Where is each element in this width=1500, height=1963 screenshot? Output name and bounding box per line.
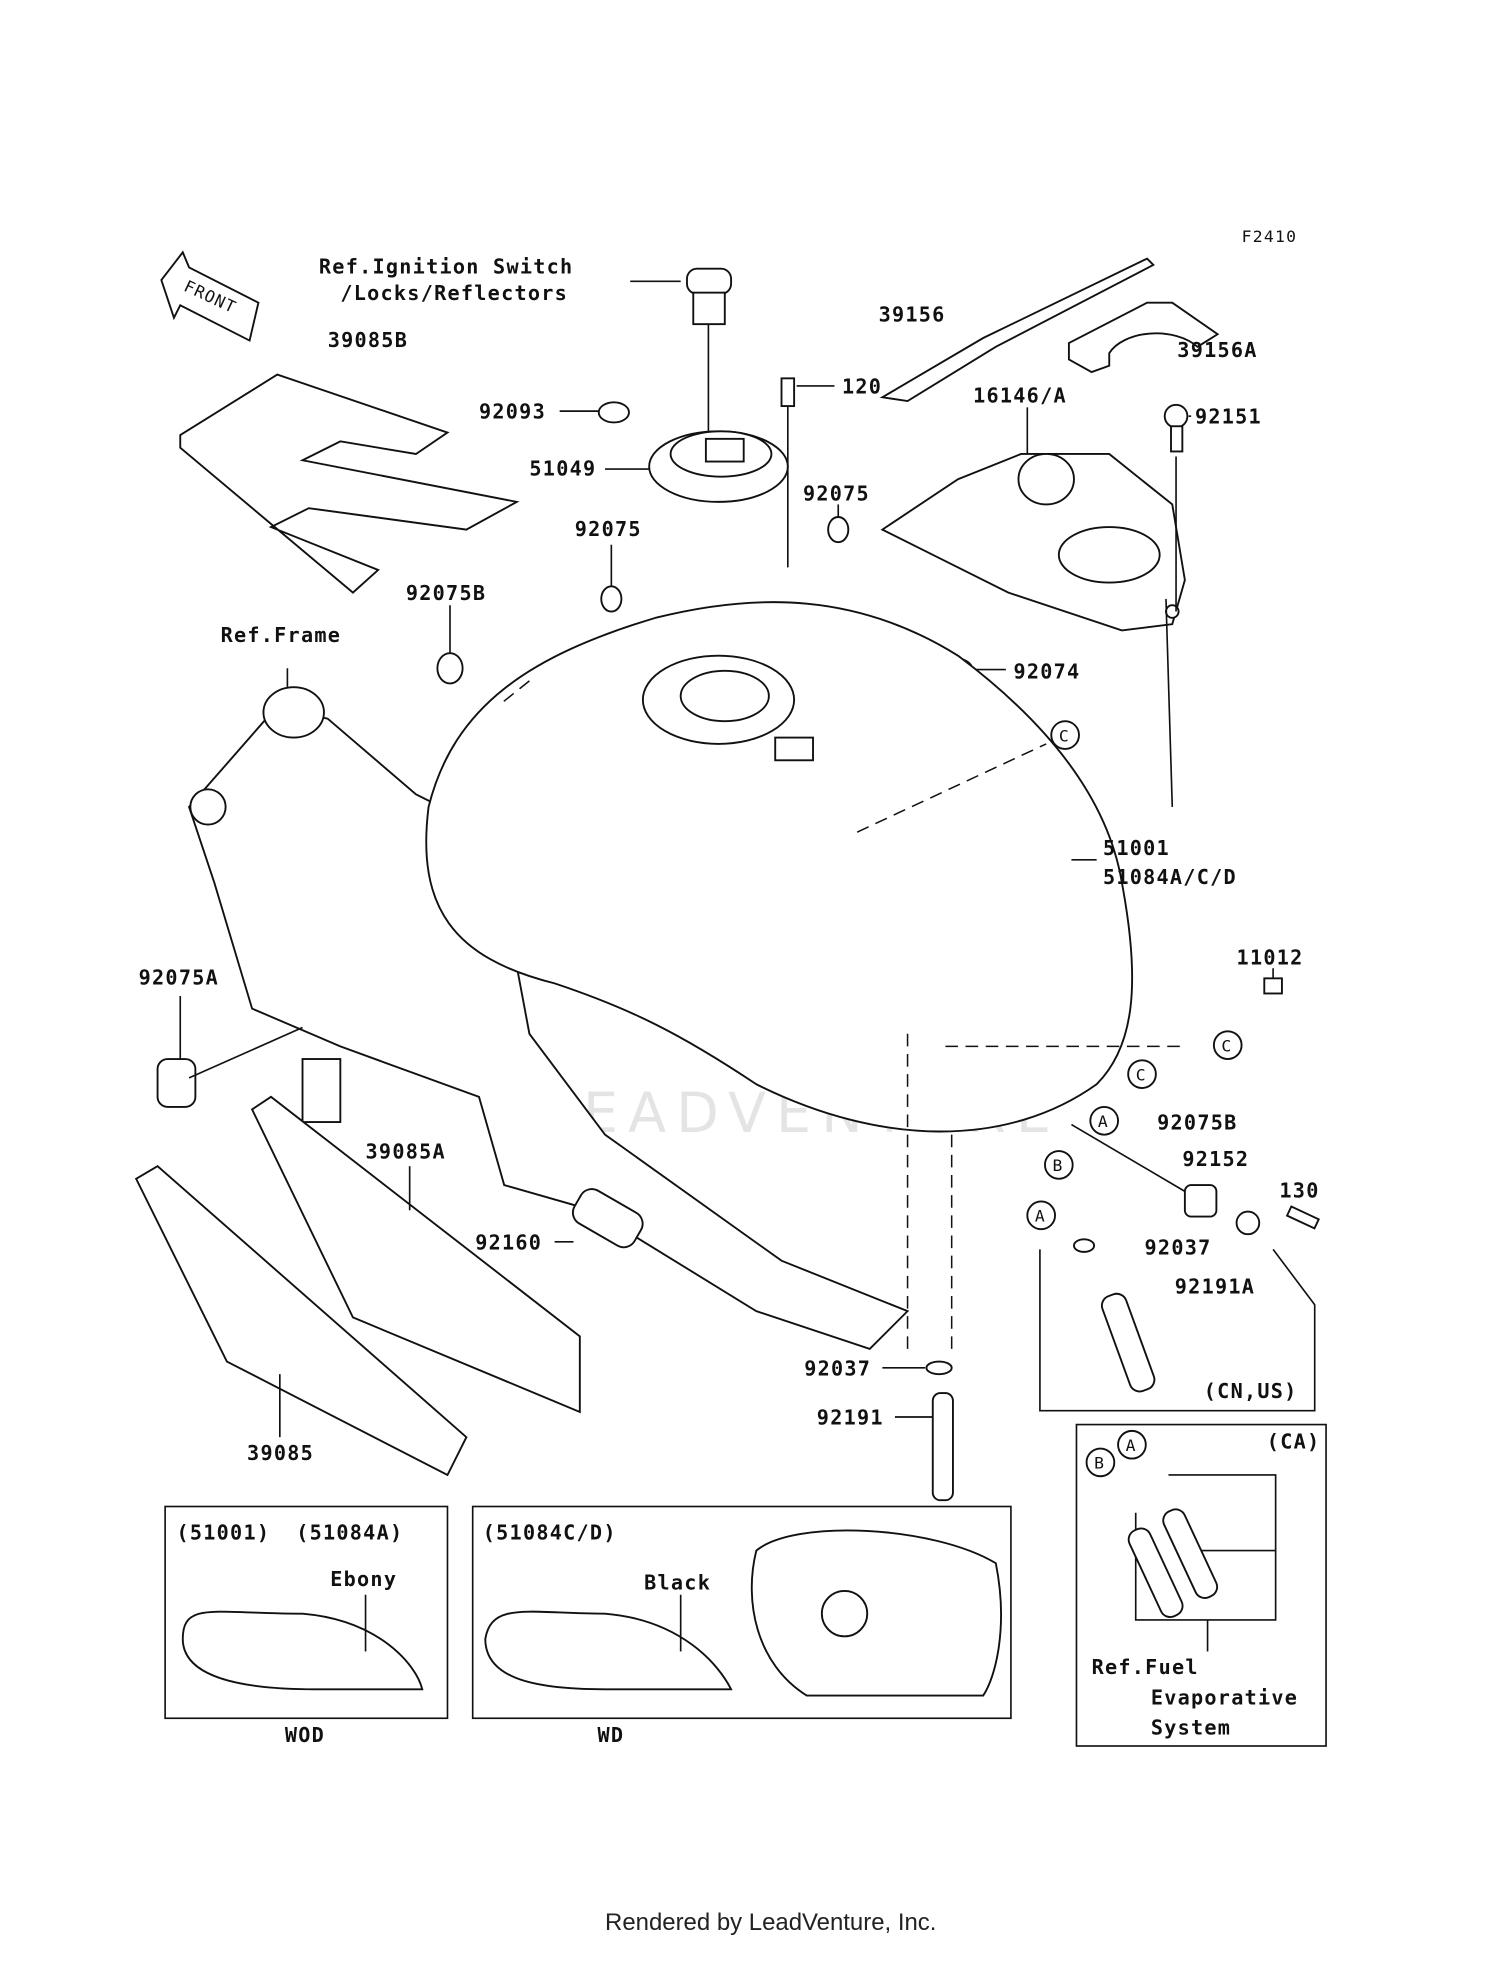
svg-text:92093: 92093 bbox=[479, 400, 546, 424]
svg-text:Ref.Fuel: Ref.Fuel bbox=[1092, 1655, 1199, 1679]
svg-text:B: B bbox=[1053, 1156, 1064, 1175]
svg-text:120: 120 bbox=[842, 374, 882, 398]
part-92191A-hose bbox=[1100, 1292, 1156, 1393]
part-92160-damper bbox=[554, 1188, 644, 1249]
svg-text:92160: 92160 bbox=[475, 1230, 542, 1254]
svg-text:C: C bbox=[1221, 1036, 1232, 1055]
front-arrow-icon: FRONT bbox=[160, 250, 260, 342]
svg-text:130: 130 bbox=[1279, 1179, 1319, 1203]
diagram-code: F2410 bbox=[1242, 227, 1298, 246]
footer-credit: Rendered by LeadVenture, Inc. bbox=[605, 1909, 936, 1936]
ref-frame-label: Ref.Frame bbox=[221, 623, 342, 647]
part-130-bolt bbox=[1285, 1205, 1320, 1230]
svg-text:(51001): (51001) bbox=[176, 1520, 270, 1544]
part-39156-strip bbox=[879, 257, 1155, 403]
part-120-screw bbox=[780, 377, 835, 568]
svg-text:A: A bbox=[1035, 1207, 1046, 1226]
svg-text:B: B bbox=[1094, 1454, 1105, 1473]
part-92093-nut bbox=[559, 401, 630, 424]
part-92037-clamp bbox=[925, 1360, 953, 1376]
svg-text:39085: 39085 bbox=[247, 1441, 314, 1465]
ca-box bbox=[1075, 1423, 1327, 1747]
frame bbox=[188, 668, 910, 1351]
svg-text:92075B: 92075B bbox=[406, 581, 486, 605]
svg-text:39085B: 39085B bbox=[328, 328, 408, 352]
svg-text:A: A bbox=[1126, 1436, 1137, 1455]
svg-text:(51084A): (51084A) bbox=[296, 1520, 403, 1544]
svg-text:39085A: 39085A bbox=[366, 1140, 446, 1164]
wod-box bbox=[164, 1505, 449, 1720]
ref-ignition-label: Ref.Ignition Switch bbox=[319, 255, 574, 279]
svg-text:Evaporative: Evaporative bbox=[1151, 1685, 1298, 1709]
cnus-box bbox=[1039, 1248, 1316, 1412]
svg-text:92152: 92152 bbox=[1182, 1147, 1249, 1171]
svg-text:(51084C/D): (51084C/D) bbox=[483, 1520, 617, 1544]
part-39085A-pad bbox=[250, 1095, 581, 1414]
part-92151-bolt bbox=[1163, 403, 1192, 612]
part-92075A-damper bbox=[156, 1058, 197, 1108]
svg-text:39156A: 39156A bbox=[1177, 338, 1257, 362]
svg-text:Ebony: Ebony bbox=[330, 1567, 397, 1591]
part-92075B-grommet bbox=[1071, 1123, 1218, 1218]
svg-text:92075A: 92075A bbox=[139, 966, 219, 990]
svg-text:(CN,US): (CN,US) bbox=[1204, 1379, 1298, 1403]
svg-text:51084A/C/D: 51084A/C/D bbox=[1103, 865, 1237, 889]
part-11012-label bbox=[1263, 977, 1283, 995]
ignition-cap bbox=[630, 267, 733, 436]
ref-ignition-label-2: /Locks/Reflectors bbox=[340, 281, 568, 305]
svg-text:51049: 51049 bbox=[529, 456, 596, 480]
svg-text:WD: WD bbox=[597, 1723, 624, 1747]
svg-text:Black: Black bbox=[644, 1571, 711, 1595]
svg-text:92074: 92074 bbox=[1013, 659, 1080, 683]
svg-text:92191: 92191 bbox=[817, 1406, 884, 1430]
svg-text:92037: 92037 bbox=[804, 1356, 871, 1380]
part-39085-pad bbox=[134, 1165, 468, 1477]
wd-box bbox=[471, 1505, 1012, 1720]
part-16146A-cover bbox=[880, 407, 1186, 632]
svg-text:System: System bbox=[1151, 1716, 1231, 1740]
svg-text:WOD: WOD bbox=[285, 1723, 325, 1747]
svg-text:C: C bbox=[1136, 1065, 1147, 1084]
svg-text:92075: 92075 bbox=[803, 482, 870, 506]
svg-text:51001: 51001 bbox=[1103, 836, 1170, 860]
part-92152-collar bbox=[1235, 1210, 1261, 1236]
part-51049-lock bbox=[605, 430, 789, 503]
svg-text:A: A bbox=[1098, 1112, 1109, 1131]
svg-text:92151: 92151 bbox=[1195, 405, 1262, 429]
svg-text:16146/A: 16146/A bbox=[973, 383, 1067, 407]
part-39156A-pad bbox=[1067, 301, 1220, 374]
svg-text:39156: 39156 bbox=[879, 303, 946, 327]
svg-text:11012: 11012 bbox=[1237, 945, 1304, 969]
svg-text:92037: 92037 bbox=[1145, 1235, 1212, 1259]
part-labels: Ref.Ignition Switch /Locks/Reflectors 39… bbox=[139, 255, 1321, 1747]
svg-text:(CA): (CA) bbox=[1267, 1430, 1321, 1454]
part-92191-hose bbox=[931, 1392, 954, 1502]
marker-circles: C C C A B A A B bbox=[1026, 720, 1243, 1478]
svg-text:C: C bbox=[1059, 726, 1070, 745]
svg-text:92075B: 92075B bbox=[1157, 1111, 1237, 1135]
svg-text:92075: 92075 bbox=[575, 517, 642, 541]
svg-text:92191A: 92191A bbox=[1175, 1274, 1255, 1298]
part-39085B-pad bbox=[179, 373, 520, 594]
part-51001-fuel-tank bbox=[425, 598, 1174, 1133]
